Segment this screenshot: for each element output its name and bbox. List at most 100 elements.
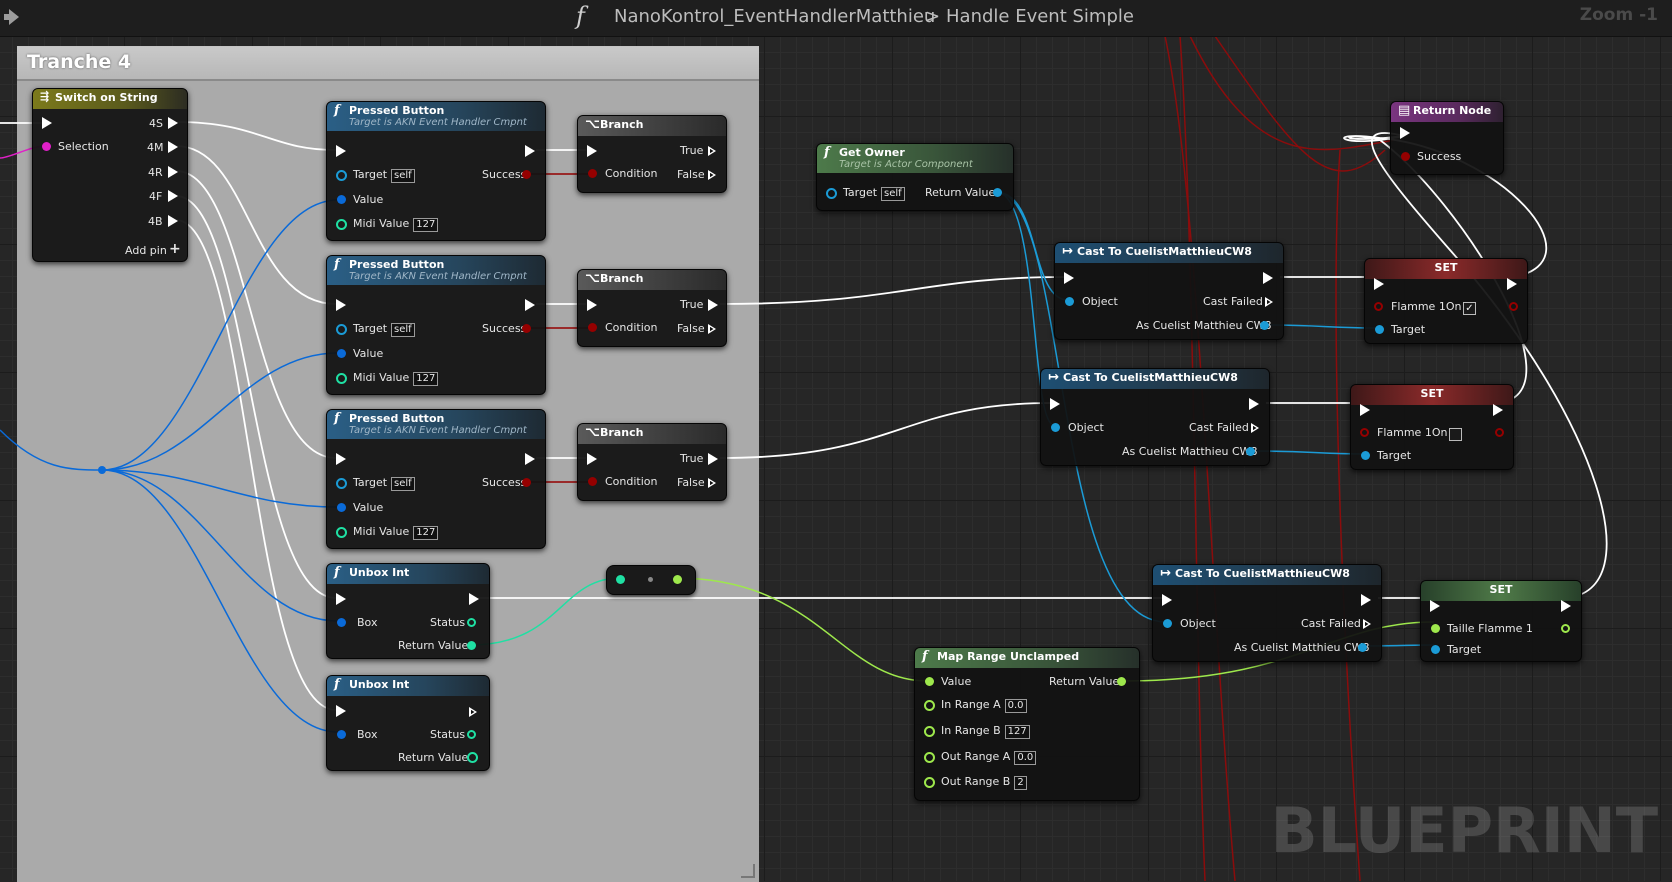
value-pin[interactable] <box>925 677 934 686</box>
midi-value-pin[interactable] <box>336 373 347 384</box>
target-default-box[interactable]: self <box>391 169 415 183</box>
return-node[interactable]: ▤ Return Node Success <box>1390 101 1504 175</box>
in-range-a-box[interactable]: 0.0 <box>1004 699 1027 713</box>
false-exec-out-pin[interactable] <box>708 324 716 334</box>
out-range-a-box[interactable]: 0.0 <box>1014 751 1037 765</box>
exec-in-pin[interactable] <box>1050 398 1060 410</box>
exec-in-pin[interactable] <box>587 145 597 157</box>
float-output-pin[interactable] <box>673 575 682 584</box>
target-pin[interactable] <box>1375 325 1384 334</box>
comment-resize-handle[interactable] <box>741 864 755 878</box>
case-exec-out-pin[interactable] <box>168 166 178 178</box>
in-range-b-box[interactable]: 127 <box>1004 725 1030 739</box>
target-pin[interactable] <box>1431 645 1440 654</box>
switch-on-string-node[interactable]: ⇶ Switch on String Selection 4S 4M 4R 4F… <box>32 88 188 262</box>
midi-value-pin[interactable] <box>336 527 347 538</box>
taille-input-pin[interactable] <box>1431 624 1440 633</box>
exec-out-pin[interactable] <box>525 299 535 311</box>
value-pin[interactable] <box>337 349 346 358</box>
cast-node[interactable]: ↦ Cast To CuelistMatthieuCW8 Object Cast… <box>1054 242 1284 340</box>
exec-out-pin[interactable] <box>1263 272 1273 284</box>
get-owner-node[interactable]: f Get Owner Target is Actor Component Ta… <box>816 143 1014 211</box>
exec-out-pin[interactable] <box>525 145 535 157</box>
cast-failed-exec-pin[interactable] <box>1265 297 1273 307</box>
taille-output-pin[interactable] <box>1561 624 1570 633</box>
condition-pin[interactable] <box>588 169 597 178</box>
selection-pin[interactable] <box>42 142 51 151</box>
as-cuelist-pin[interactable] <box>1246 447 1255 456</box>
unbox-int-node[interactable]: f Unbox Int Box Status Return Value <box>326 563 490 659</box>
flamme-input-pin[interactable] <box>1374 302 1383 311</box>
out-range-b-box[interactable]: 2 <box>1014 776 1027 790</box>
add-pin-icon[interactable]: + <box>169 241 181 257</box>
success-pin[interactable] <box>1401 152 1410 161</box>
exec-in-pin[interactable] <box>336 593 346 605</box>
condition-pin[interactable] <box>588 477 597 486</box>
status-pin[interactable] <box>467 730 476 739</box>
value-pin[interactable] <box>337 195 346 204</box>
exec-out-pin[interactable] <box>1493 404 1503 416</box>
map-range-unclamped-node[interactable]: f Map Range Unclamped Value Return Value… <box>914 647 1140 801</box>
box-pin[interactable] <box>337 730 346 739</box>
target-default-box[interactable]: self <box>391 477 415 491</box>
object-pin[interactable] <box>1065 297 1074 306</box>
target-pin[interactable] <box>336 324 347 335</box>
exec-in-pin[interactable] <box>1430 600 1440 612</box>
return-value-pin[interactable] <box>467 641 476 650</box>
exec-out-pin[interactable] <box>1507 278 1517 290</box>
exec-out-pin[interactable] <box>469 593 479 605</box>
flamme-checkbox[interactable] <box>1449 428 1462 441</box>
true-exec-out-pin[interactable] <box>708 299 718 311</box>
branch-node[interactable]: ⌥ Branch True Condition False <box>577 269 727 347</box>
case-exec-out-pin[interactable] <box>168 141 178 153</box>
success-pin[interactable] <box>522 170 531 179</box>
comment-title-bar[interactable]: Tranche 4 <box>17 47 759 81</box>
case-exec-out-pin[interactable] <box>168 215 178 227</box>
branch-node[interactable]: ⌥ Branch True Condition False <box>577 115 727 193</box>
cast-failed-exec-pin[interactable] <box>1251 423 1259 433</box>
exec-in-pin[interactable] <box>42 117 52 129</box>
exec-in-pin[interactable] <box>587 453 597 465</box>
midi-default-box[interactable]: 127 <box>413 372 439 386</box>
exec-in-pin[interactable] <box>1374 278 1384 290</box>
status-pin[interactable] <box>467 618 476 627</box>
pressed-button-node[interactable]: f Pressed Button Target is AKN Event Han… <box>326 255 546 395</box>
exec-out-pin[interactable] <box>1249 398 1259 410</box>
out-range-b-pin[interactable] <box>924 777 935 788</box>
condition-pin[interactable] <box>588 323 597 332</box>
flamme-output-pin[interactable] <box>1495 428 1504 437</box>
object-pin[interactable] <box>1051 423 1060 432</box>
in-range-a-pin[interactable] <box>924 700 935 711</box>
breadcrumb-function[interactable]: Handle Event Simple <box>946 6 1134 27</box>
exec-in-pin[interactable] <box>1162 594 1172 606</box>
exec-out-pin[interactable] <box>1361 594 1371 606</box>
target-pin[interactable] <box>336 170 347 181</box>
target-pin[interactable] <box>1361 451 1370 460</box>
exec-in-pin[interactable] <box>336 299 346 311</box>
success-pin[interactable] <box>522 324 531 333</box>
set-flamme-node[interactable]: SET Flamme 1On ✓ Target <box>1364 258 1528 344</box>
conversion-node[interactable] <box>606 565 696 595</box>
as-cuelist-pin[interactable] <box>1358 643 1367 652</box>
exec-in-pin[interactable] <box>336 705 346 717</box>
breadcrumb-graph[interactable]: NanoKontrol_EventHandlerMatthieu <box>614 6 936 27</box>
true-exec-out-pin[interactable] <box>708 453 718 465</box>
pressed-button-node[interactable]: f Pressed Button Target is AKN Event Han… <box>326 101 546 241</box>
add-pin-label[interactable]: Add pin <box>125 244 167 257</box>
target-default-box[interactable]: self <box>391 323 415 337</box>
in-range-b-pin[interactable] <box>924 726 935 737</box>
object-pin[interactable] <box>1163 619 1172 628</box>
midi-default-box[interactable]: 127 <box>413 218 439 232</box>
exec-in-pin[interactable] <box>1064 272 1074 284</box>
midi-value-pin[interactable] <box>336 219 347 230</box>
return-value-pin[interactable] <box>467 752 478 763</box>
cast-node[interactable]: ↦ Cast To CuelistMatthieuCW8 Object Cast… <box>1040 368 1270 466</box>
exec-in-pin[interactable] <box>1360 404 1370 416</box>
target-default-box[interactable]: self <box>881 187 905 201</box>
false-exec-out-pin[interactable] <box>708 170 716 180</box>
cast-node[interactable]: ↦ Cast To CuelistMatthieuCW8 Object Cast… <box>1152 564 1382 662</box>
case-exec-out-pin[interactable] <box>168 117 178 129</box>
success-pin[interactable] <box>522 478 531 487</box>
exec-in-pin[interactable] <box>587 299 597 311</box>
as-cuelist-pin[interactable] <box>1260 321 1269 330</box>
